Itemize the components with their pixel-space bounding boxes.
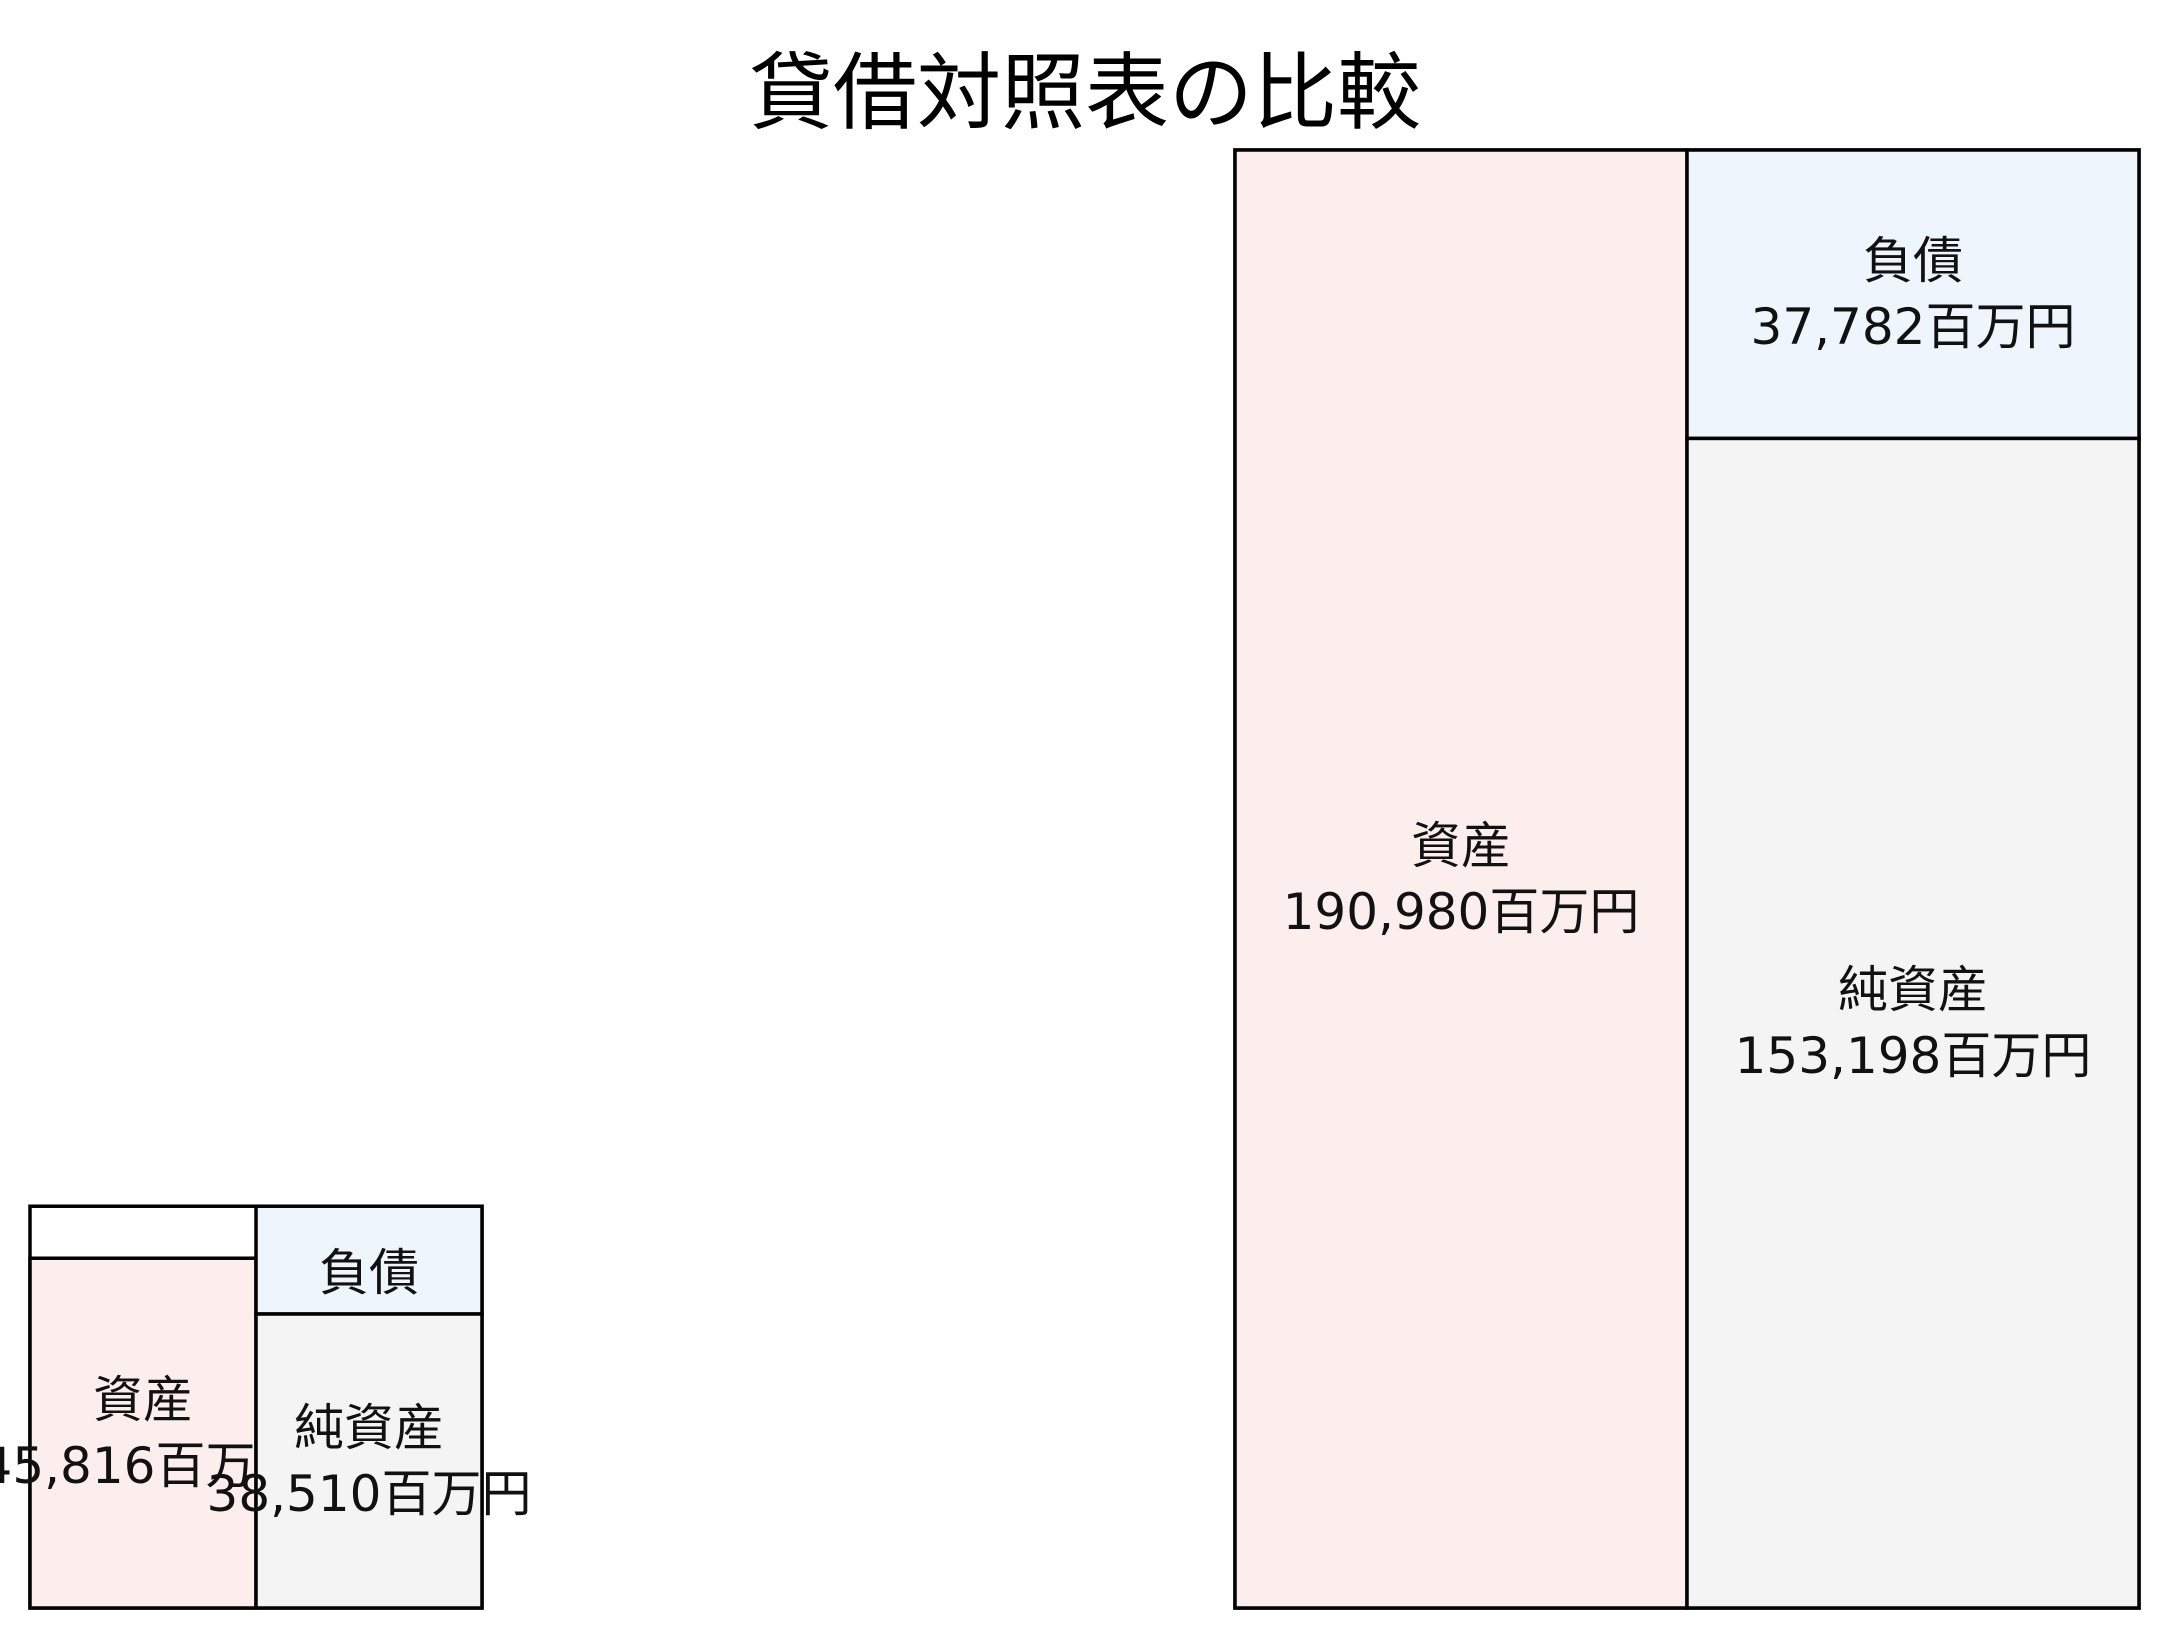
sheet-2-assets-block	[1233, 148, 1689, 1610]
sheet-2-net-assets-label: 純資産 153,198百万円	[1735, 961, 2092, 1085]
sheet-1-liabilities-label: 負債 7,306百万円	[222, 1244, 515, 1368]
sheet-2-liabilities-block	[1685, 148, 2141, 441]
sheet-1-net-assets-label-name: 純資産	[294, 1399, 444, 1457]
sheet-1-assets-block	[28, 1256, 258, 1610]
sheet-1-net-assets-block	[254, 1312, 484, 1610]
sheet-2-net-assets-label-value: 153,198百万円	[1735, 1027, 2092, 1085]
sheet-2-net-assets-label-name: 純資産	[1838, 961, 1988, 1019]
balance-sheets-group: 資産45,816百万円負債7,306百万円純資産38,510百万円資産190,9…	[0, 148, 2141, 1610]
sheet-2-liabilities-label-value: 37,782百万円	[1751, 298, 2076, 356]
chart-title: 貸借対照表の比較	[749, 44, 1421, 142]
sheet-2-liabilities-label: 負債 37,782百万円	[1751, 232, 2076, 356]
sheet-2-assets-label-name: 資産	[1411, 817, 1511, 875]
sheet-1-net-assets-label-value: 38,510百万円	[207, 1465, 532, 1523]
sheet-2-net-assets-block	[1685, 436, 2141, 1610]
sheet-1-net-assets-label: 純資産 38,510百万円	[207, 1399, 532, 1523]
sheet-1-liabilities-block	[254, 1204, 484, 1316]
sheet-1-liabilities-label-name: 負債	[319, 1244, 419, 1302]
sheet-1-assets-label-name: 資産	[93, 1371, 193, 1429]
sheet-2-assets-label: 資産 190,980百万円	[1283, 817, 1640, 941]
sheet-2-assets-label-value: 190,980百万円	[1283, 883, 1640, 941]
sheet-2-liabilities-label-name: 負債	[1863, 232, 1963, 290]
sheet-1-liabilities-label-value: 7,306百万円	[222, 1310, 515, 1368]
